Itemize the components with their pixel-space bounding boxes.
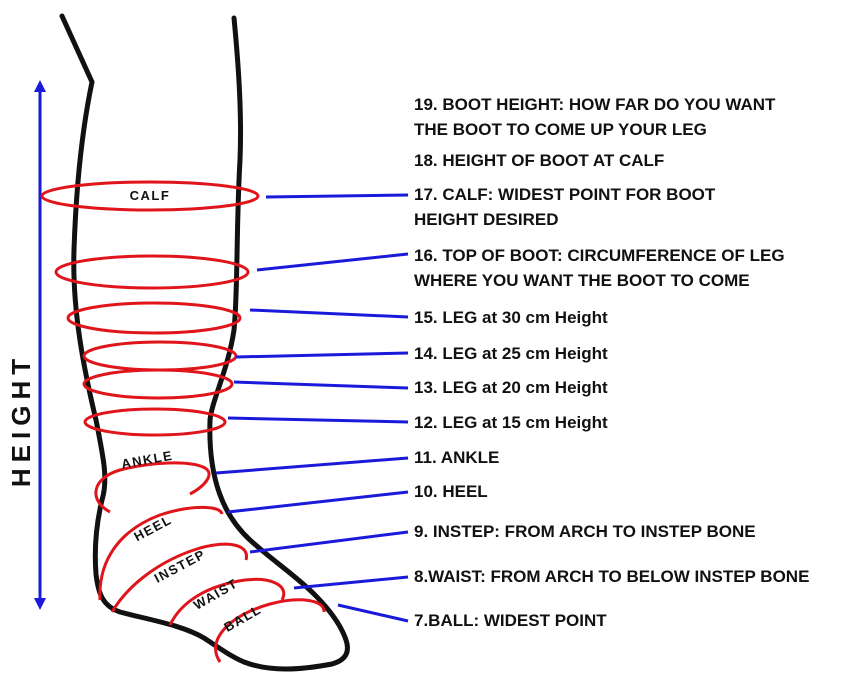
ring-ball	[214, 598, 326, 663]
leader-ball	[337, 603, 409, 623]
label-11: 11. ANKLE	[414, 448, 499, 467]
label-10: 10. HEEL	[414, 482, 488, 501]
label-8: 8.WAIST: FROM ARCH TO BELOW INSTEP BONE	[414, 567, 809, 586]
leader-leg-30cm	[249, 308, 409, 319]
leader-heel	[227, 490, 409, 514]
height-axis-label: HEIGHT	[6, 353, 36, 487]
calf-tag: CALF	[130, 188, 171, 203]
ring-top-of-boot	[54, 254, 250, 290]
ring-calf	[40, 180, 260, 212]
leader-ankle	[215, 456, 409, 475]
leader-calf	[265, 193, 409, 199]
ring-instep	[110, 542, 248, 613]
ring-leg-30cm	[66, 301, 242, 335]
ring-leg-25cm	[82, 340, 238, 372]
ring-waist	[168, 577, 286, 626]
leg-front-contour	[207, 15, 244, 423]
ring-ankle	[94, 461, 211, 514]
ring-leg-20cm	[82, 368, 234, 400]
label-14: 14. LEG at 25 cm Height	[414, 344, 608, 363]
leader-lines	[215, 193, 409, 623]
label-18: 18. HEIGHT OF BOOT AT CALF	[414, 151, 664, 170]
label-13: 13. LEG at 20 cm Height	[414, 378, 608, 397]
label-12: 12. LEG at 15 cm Height	[414, 413, 608, 432]
leg-outline	[59, 13, 350, 672]
ring-heel	[98, 505, 224, 601]
leader-leg-25cm	[235, 351, 409, 359]
leader-leg-20cm	[233, 380, 409, 390]
label-9: 9. INSTEP: FROM ARCH TO INSTEP BONE	[414, 522, 756, 541]
ball-tag: BALL	[221, 601, 264, 634]
leader-top-of-boot	[256, 252, 409, 272]
leader-leg-15cm	[227, 416, 409, 424]
ring-leg-15cm	[83, 407, 227, 437]
measurement-rings	[40, 180, 326, 663]
label-15: 15. LEG at 30 cm Height	[414, 308, 608, 327]
leg-back-contour	[59, 13, 350, 672]
leader-waist	[293, 575, 409, 590]
label-7: 7.BALL: WIDEST POINT	[414, 611, 607, 630]
leader-instep	[249, 530, 409, 554]
ankle-tag: ANKLE	[120, 448, 174, 472]
